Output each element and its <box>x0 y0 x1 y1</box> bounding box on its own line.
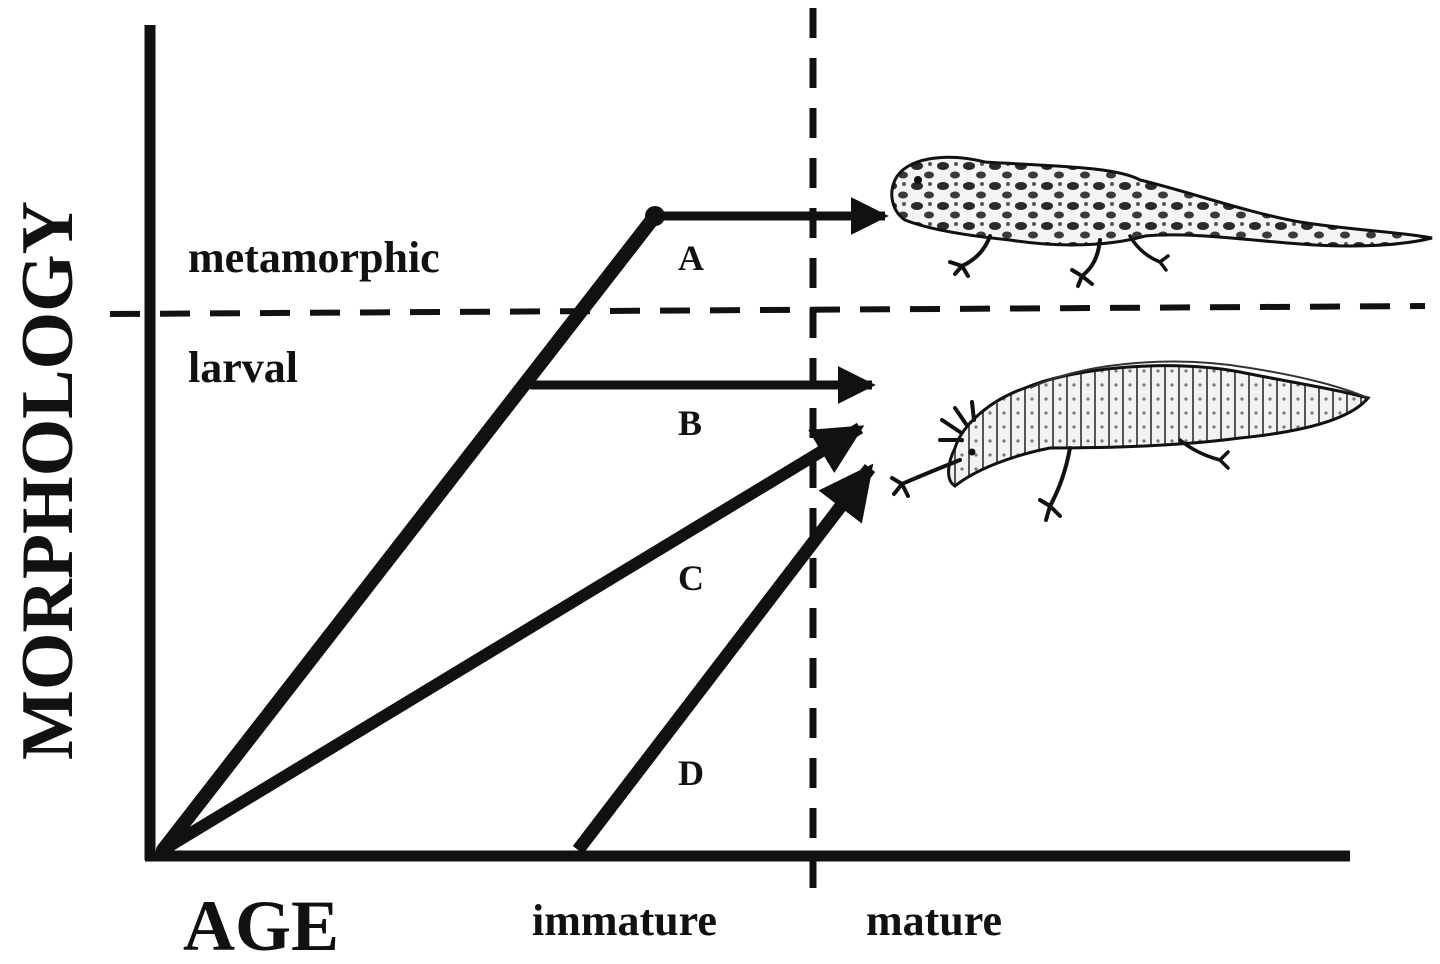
x-axis-label: AGE <box>183 886 339 964</box>
trajectory-a-rise <box>156 209 662 857</box>
axolotl-larva-illustration <box>890 360 1371 522</box>
zone-label-mature: mature <box>866 896 1002 945</box>
trajectory-label-a: A <box>678 238 704 278</box>
trajectory-c-arrow <box>159 422 865 856</box>
trajectory-label-c: C <box>678 558 704 598</box>
adult-salamander-illustration <box>890 155 1433 288</box>
zone-label-immature: immature <box>532 896 717 945</box>
metamorphosis-divider-line <box>109 303 1426 317</box>
y-axis-label: MORPHOLOGY <box>7 201 89 760</box>
trajectory-label-d: D <box>678 753 704 793</box>
zone-label-metamorphic: metamorphic <box>188 233 440 282</box>
trajectory-d-arrow <box>572 463 876 854</box>
trajectory-label-b: B <box>678 403 702 443</box>
zone-label-larval: larval <box>188 343 298 392</box>
